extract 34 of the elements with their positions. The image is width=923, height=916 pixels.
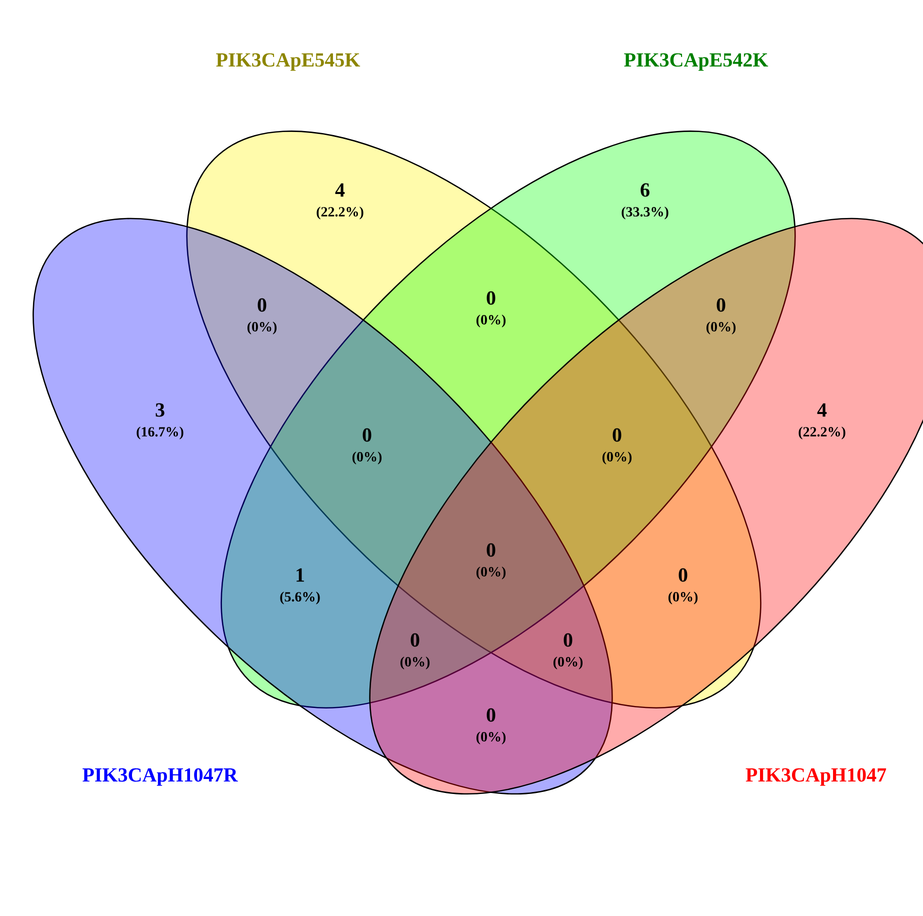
region-percentage: (0%) [476,732,506,744]
set-label: PIK3CApE545K [216,53,360,71]
region-percentage: (0%) [553,656,583,670]
region-count: 0 [612,428,622,442]
region-percentage: (33.3%) [622,206,668,220]
region-count: 0 [564,633,572,647]
region-percentage: (0%) [352,452,382,464]
region-count: 0 [258,298,266,312]
region-percentage: (0%) [476,566,506,580]
region-count: 0 [362,428,372,442]
region-percentage: (0%) [706,322,736,334]
region-count: 0 [486,708,496,722]
region-count: 0 [486,291,496,305]
region-count: 1 [296,568,304,582]
region-count: 6 [640,183,650,197]
region-count: 0 [486,543,496,557]
region-count: 3 [156,403,164,417]
region-count: 0 [678,568,688,582]
region-percentage: (0%) [247,322,277,334]
region-count: 4 [335,183,345,197]
region-count: 0 [410,633,420,647]
set-label: PIK3CApH1047R [82,768,238,786]
region-percentage: (22.2%) [316,206,364,220]
set-label: PIK3CApH1047 [746,768,886,786]
region-percentage: (22.2%) [798,426,846,440]
region-percentage: (0%) [668,592,698,604]
region-count: 0 [716,298,726,312]
region-count: 4 [817,403,827,417]
set-label: PIK3CApE542K [624,53,768,71]
region-percentage: (0%) [602,452,632,464]
region-percentage: (0%) [476,314,506,328]
region-percentage: (5.6%) [280,592,320,604]
region-percentage: (0%) [400,656,430,670]
region-percentage: (16.7%) [136,426,184,440]
